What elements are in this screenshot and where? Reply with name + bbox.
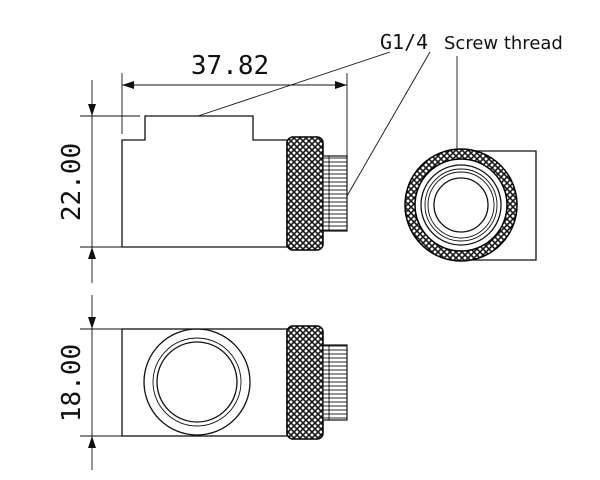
leader-to-top <box>197 51 391 117</box>
side-body-outline <box>461 150 537 261</box>
height-arrow-top <box>88 104 96 116</box>
front-knurled-ring <box>286 136 324 251</box>
width-arrow-left <box>122 81 134 89</box>
front-body-outline <box>121 115 288 248</box>
width-arrow-right <box>335 81 347 89</box>
depth-dimension-text: 18.00 <box>57 344 87 422</box>
height-arrow-bottom <box>88 247 96 259</box>
thread-size-label: G1/4 <box>380 30 428 54</box>
width-dimension-text: 37.82 <box>191 51 269 81</box>
depth-arrow-top <box>88 317 96 329</box>
front-view <box>121 115 348 251</box>
top-knurled-ring <box>286 325 324 440</box>
side-ring-inner <box>414 158 508 252</box>
thread-description-label: Screw thread <box>444 33 563 54</box>
top-view <box>121 325 348 440</box>
top-port-chamfer <box>152 337 242 427</box>
width-dimension: 37.82 <box>121 51 348 196</box>
height-dimension: 22.00 <box>57 80 140 283</box>
leader-to-thread <box>346 51 431 197</box>
side-thread-inner <box>427 171 495 239</box>
side-thread-mid <box>424 168 498 242</box>
side-bore <box>433 177 489 233</box>
side-thread-outer <box>420 164 502 246</box>
depth-dimension: 18.00 <box>57 295 122 470</box>
top-port-inner <box>156 341 238 423</box>
top-port-outer <box>143 328 251 436</box>
height-dimension-text: 22.00 <box>57 143 87 221</box>
depth-arrow-bottom <box>88 436 96 448</box>
top-thread <box>322 344 348 421</box>
top-body-outline <box>121 328 288 437</box>
side-view <box>404 148 537 262</box>
front-thread <box>322 155 348 232</box>
